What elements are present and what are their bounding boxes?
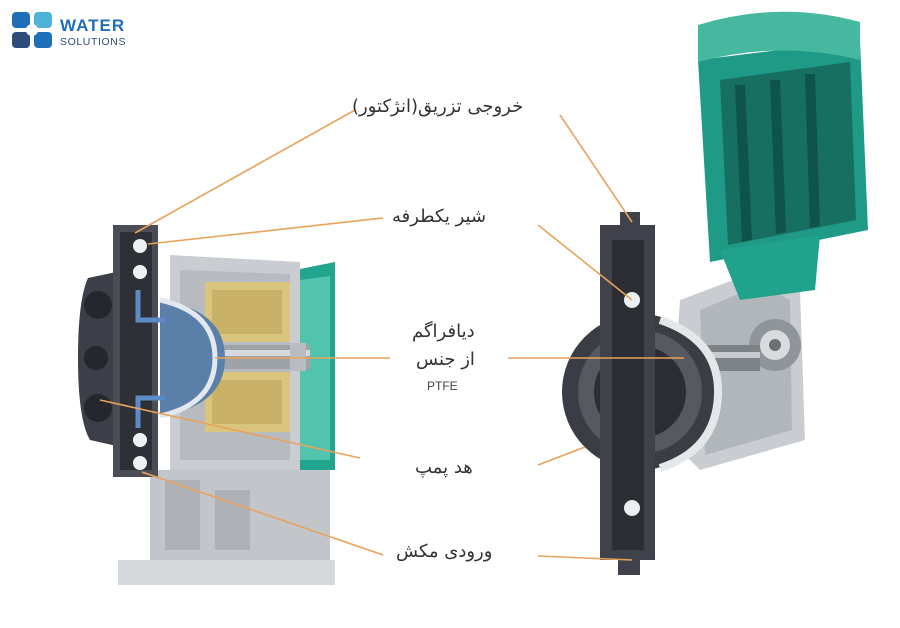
leader-check-valve-right [537,224,633,301]
label-pump-head: هد پمپ [415,457,473,478]
label-suction: ورودی مکش [396,541,493,562]
cross-section-illustration [78,225,335,585]
label-check-valve: شیر یکطرفه [392,206,487,227]
label-diaphragm-line1: دیافراگم [412,321,475,342]
leader-pump-head-right [537,446,586,466]
label-diaphragm-material: PTFE [427,379,458,393]
logo-mark-icon [12,12,52,48]
label-diaphragm-line2: از جنس [416,349,475,370]
leader-discharge-left [134,109,356,234]
logo-brand-line2: SOLUTIONS [60,36,127,48]
leader-discharge-right [559,114,633,223]
leader-check-valve-left [147,217,384,245]
leader-lines [99,109,684,561]
leader-pump-head-left [99,399,361,459]
leader-suction-left [141,471,384,556]
logo-brand-line1: WATER [60,16,126,35]
label-discharge: خروجی تزریق(انژکتور) [352,96,524,117]
leader-suction-right [537,555,633,561]
pump-3d-illustration [562,11,868,575]
water-solutions-logo: WATER SOLUTIONS [10,10,150,52]
